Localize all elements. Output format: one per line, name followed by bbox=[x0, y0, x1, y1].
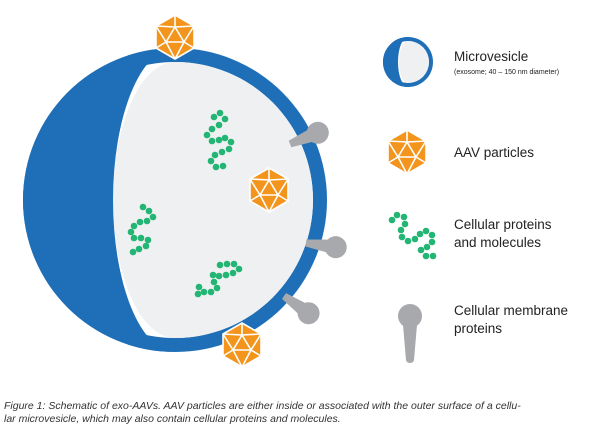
legend-proteins-label-line1: Cellular proteins bbox=[454, 217, 552, 232]
protein-chain bbox=[127, 203, 157, 256]
aav-particle-icon bbox=[387, 129, 427, 175]
microvesicle bbox=[23, 48, 327, 352]
microvesicle-icon bbox=[383, 37, 433, 87]
legend-aav-label: AAV particles bbox=[454, 145, 535, 160]
figure-caption: Figure 1: Schematic of exo-AAVs. AAV par… bbox=[4, 400, 596, 426]
caption-line: lar microvesicle, which may also contain… bbox=[4, 413, 341, 425]
exo-aav-diagram bbox=[23, 14, 437, 368]
protein-chain-icon bbox=[388, 211, 437, 260]
protein-chain bbox=[194, 260, 243, 298]
legend-microvesicle-label: Microvesicle bbox=[454, 49, 529, 64]
legend-proteins-label-line2: and molecules bbox=[454, 235, 542, 250]
legend-microvesicle-sublabel: (exosome; 40 – 150 nm diameter) bbox=[454, 69, 560, 76]
legend-membrane-label-line2: proteins bbox=[454, 321, 503, 336]
protein-chain bbox=[203, 109, 235, 171]
legend-membrane-label-line1: Cellular membrane bbox=[454, 303, 569, 318]
caption-line: Figure 1: Schematic of exo-AAVs. AAV par… bbox=[4, 400, 521, 412]
membrane-protein-icon bbox=[398, 304, 422, 363]
